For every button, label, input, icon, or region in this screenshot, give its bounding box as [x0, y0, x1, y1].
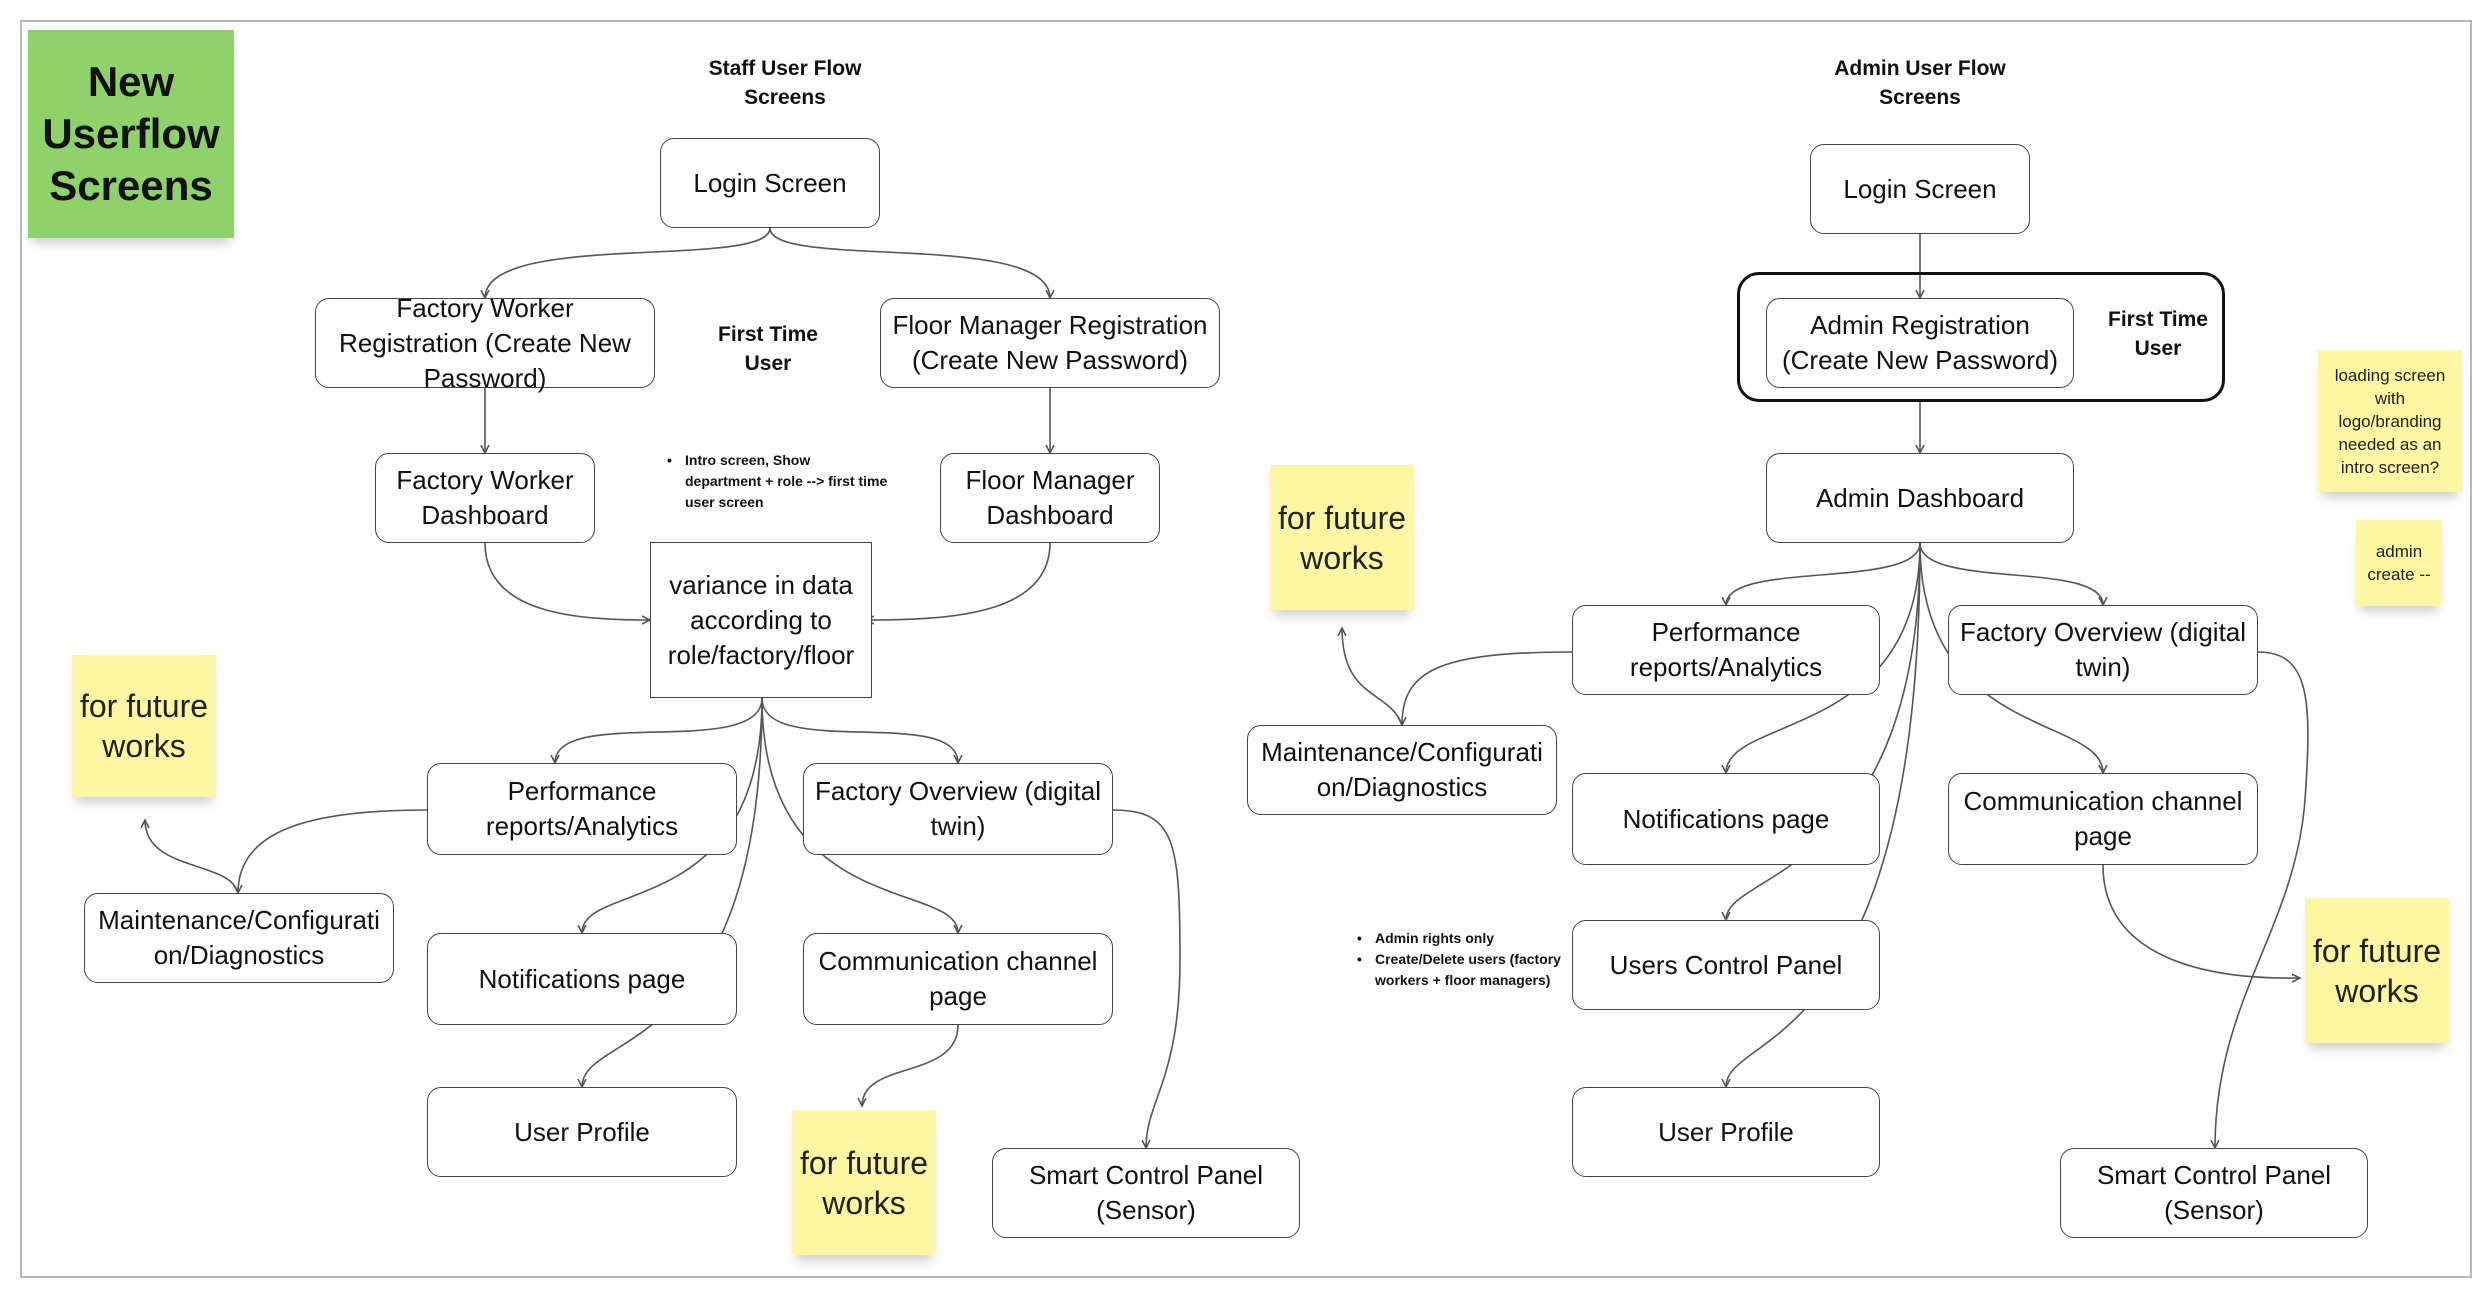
admin-rights-notes: Admin rights only Create/Delete users (f…: [1355, 928, 1565, 991]
admin-notifications-page: Notifications page: [1572, 773, 1880, 865]
connector-manager-dash-to-variance: [866, 542, 1051, 620]
admin-future-works-sticky-middle: for future works: [1270, 465, 1414, 610]
connector-admin-factory-overview-to-smart-control: [2215, 651, 2309, 1148]
staff-first-time-user-label: First Time User: [718, 323, 818, 375]
first-time-user-group: [1737, 272, 2225, 402]
factory-worker-registration: Factory Worker Registration (Create New …: [315, 293, 655, 393]
connector-variance-to-communication: [761, 697, 958, 933]
title-sticky: New Userflow Screens: [28, 30, 234, 238]
staff-intro-note-item: Intro screen, Show department + role -->…: [665, 450, 890, 513]
admin-flow-heading: Admin User Flow Screens: [1834, 57, 2006, 109]
connector-admin-dash-to-notifications: [1726, 542, 1921, 773]
factory-worker-dashboard: Factory Worker Dashboard: [375, 453, 595, 543]
staff-intro-note: Intro screen, Show department + role -->…: [665, 450, 890, 513]
connector-communication-to-future: [862, 1024, 959, 1106]
admin-maintenance: Maintenance/Configuration/Diagnostics: [1247, 725, 1557, 815]
staff-login-screen: Login Screen: [660, 138, 880, 228]
admin-communication-channel: Communication channel page: [1948, 773, 2258, 865]
connector-worker-dash-to-variance: [484, 542, 650, 620]
connector-admin-performance-to-maintenance: [1402, 651, 1573, 725]
staff-maintenance: Maintenance/Configuration/Diagnostics: [84, 893, 394, 983]
connector-performance-to-maintenance: [238, 809, 428, 893]
admin-create-sticky: admin create --: [2356, 520, 2442, 606]
admin-user-profile: User Profile: [1572, 1087, 1880, 1177]
staff-flow-heading: Staff User Flow Screens: [708, 57, 862, 109]
admin-login-screen: Login Screen: [1810, 144, 2030, 234]
admin-registration: Admin Registration (Create New Password): [1766, 298, 2074, 388]
floor-manager-dashboard: Floor Manager Dashboard: [940, 453, 1160, 543]
admin-note-item-2: Create/Delete users (factory workers + f…: [1355, 949, 1565, 991]
connector-variance-to-notifications: [582, 697, 763, 933]
connector-admin-dash-to-factory-overview: [1919, 542, 2103, 605]
connector-login-to-manager-reg: [769, 227, 1050, 298]
connector-variance-to-factory-overview: [761, 697, 958, 763]
connector-maintenance-to-future: [145, 820, 239, 894]
connector-admin-dash-to-communication: [1919, 542, 2103, 773]
staff-future-works-sticky-left: for future works: [72, 655, 216, 797]
staff-performance-reports: Performance reports/Analytics: [427, 763, 737, 855]
variance-box: variance in data according to role/facto…: [650, 542, 872, 698]
connector-variance-to-performance: [555, 697, 763, 763]
admin-smart-control-panel: Smart Control Panel (Sensor): [2060, 1148, 2368, 1238]
admin-first-time-user-label: First Time User: [2108, 308, 2208, 360]
connector-variance-to-user-profile: [582, 697, 763, 1087]
connector-admin-communication-to-future: [2102, 864, 2300, 978]
connector-admin-dash-to-performance: [1726, 542, 1921, 605]
admin-dashboard: Admin Dashboard: [1766, 453, 2074, 543]
admin-performance-reports: Performance reports/Analytics: [1572, 605, 1880, 695]
staff-smart-control-panel: Smart Control Panel (Sensor): [992, 1148, 1300, 1238]
board-frame: [20, 20, 2472, 1278]
admin-factory-overview: Factory Overview (digital twin): [1948, 605, 2258, 695]
staff-communication-channel: Communication channel page: [803, 933, 1113, 1025]
connector-login-to-worker-reg: [485, 227, 771, 298]
admin-note-item-1: Admin rights only: [1355, 928, 1565, 949]
loading-screen-sticky: loading screen with logo/branding needed…: [2318, 350, 2462, 492]
staff-future-works-sticky-bottom: for future works: [792, 1110, 936, 1255]
admin-future-works-sticky-right: for future works: [2305, 898, 2449, 1043]
floor-manager-registration: Floor Manager Registration (Create New P…: [880, 298, 1220, 388]
admin-users-control-panel: Users Control Panel: [1572, 920, 1880, 1010]
connector-factory-overview-to-smart-control: [1111, 809, 1181, 1148]
staff-notifications-page: Notifications page: [427, 933, 737, 1025]
staff-factory-overview: Factory Overview (digital twin): [803, 763, 1113, 855]
staff-user-profile: User Profile: [427, 1087, 737, 1177]
connector-admin-maintenance-to-future: [1342, 628, 1403, 726]
